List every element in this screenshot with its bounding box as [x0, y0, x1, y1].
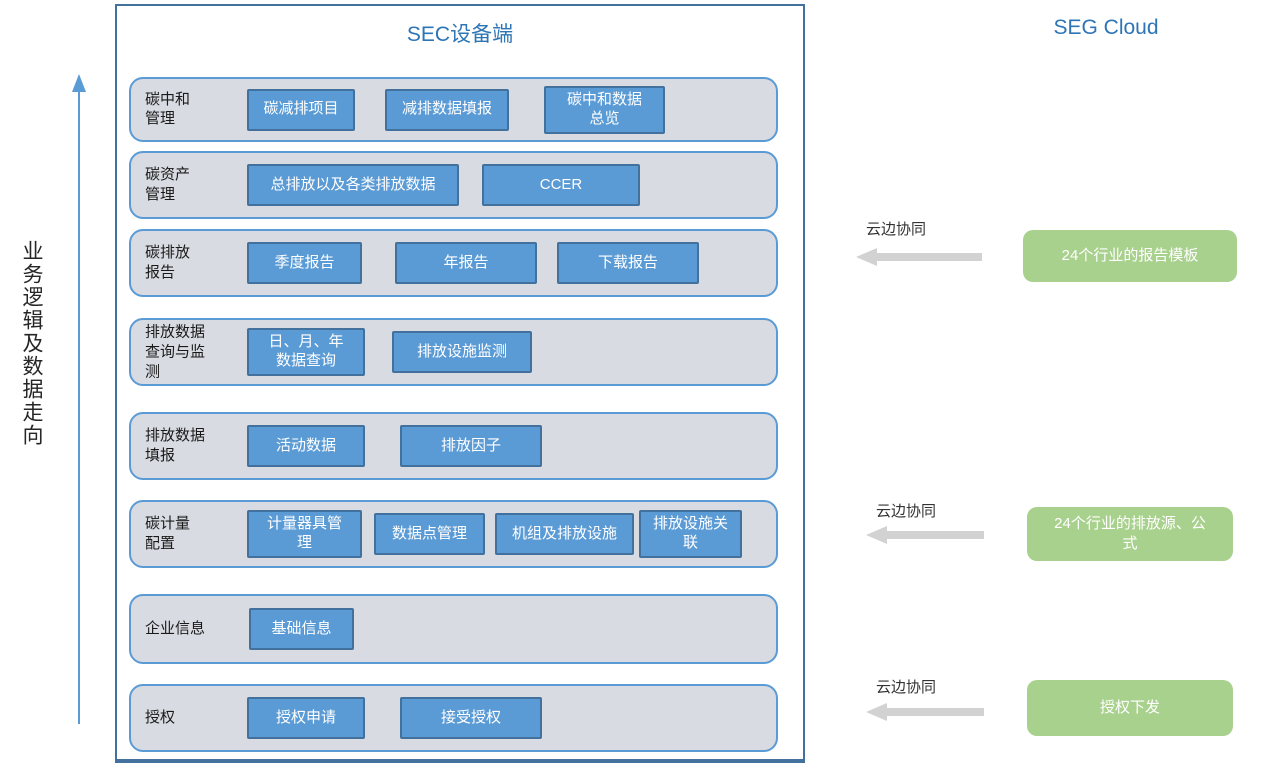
cloud-capability-box: 24个行业的报告模板 [1023, 230, 1237, 282]
left-arrow-icon [866, 703, 984, 721]
module-button: CCER [482, 164, 640, 206]
row-label: 排放数据 填报 [145, 427, 206, 464]
cloud-capability-box: 授权下发 [1027, 680, 1233, 736]
module-button: 计量器具管 理 [247, 510, 362, 558]
module-row-carbon-asset-management: 碳资产 管理 总排放以及各类排放数据 CCER [129, 151, 778, 219]
cloud-sync-label: 云边协同 [876, 679, 937, 696]
row-label: 碳中和 管理 [145, 90, 191, 128]
module-row-carbon-neutral-management: 碳中和 管理 碳减排项目 减排数据填报 碳中和数据 总览 [129, 77, 778, 142]
cloud-sync-label: 云边协同 [866, 221, 927, 238]
seg-cloud-title: SEG Cloud [1053, 16, 1159, 39]
left-arrow-icon [866, 526, 984, 544]
module-button: 减排数据填报 [385, 88, 509, 131]
module-button: 碳中和数据 总览 [544, 85, 665, 134]
module-row-enterprise-info: 企业信息 基础信息 [129, 594, 778, 664]
module-button: 排放设施监测 [392, 331, 532, 373]
module-button: 授权申请 [247, 697, 365, 739]
row-label: 碳计量 配置 [145, 515, 191, 552]
module-button: 总排放以及各类排放数据 [247, 164, 459, 206]
module-button: 接受授权 [400, 697, 542, 739]
module-button: 机组及排放设施 [495, 513, 634, 555]
module-row-emission-data-entry: 排放数据 填报 活动数据 排放因子 [129, 412, 778, 480]
module-button: 基础信息 [249, 608, 354, 650]
module-button: 下载报告 [557, 242, 699, 284]
module-button: 日、月、年 数据查询 [247, 328, 365, 376]
cloud-sync-label: 云边协同 [876, 503, 937, 520]
module-row-authorization: 授权 授权申请 接受授权 [129, 684, 778, 752]
module-button: 数据点管理 [374, 513, 485, 555]
module-row-carbon-emission-report: 碳排放 报告 季度报告 年报告 下载报告 [129, 229, 778, 297]
module-button: 排放设施关 联 [639, 510, 742, 558]
module-button: 年报告 [395, 242, 537, 284]
module-button: 活动数据 [247, 425, 365, 467]
row-label: 碳排放 报告 [145, 244, 191, 281]
sec-device-panel: SEC设备端 碳中和 管理 碳减排项目 减排数据填报 碳中和数据 总览 碳资产 … [115, 4, 805, 763]
cloud-capability-box: 24个行业的排放源、公 式 [1027, 507, 1233, 561]
module-button: 碳减排项目 [247, 88, 355, 131]
module-button: 排放因子 [400, 425, 542, 467]
row-label: 授权 [145, 709, 176, 727]
sec-device-title: SEC设备端 [406, 23, 514, 46]
module-button: 季度报告 [247, 242, 362, 284]
left-arrow-icon [856, 248, 982, 266]
flow-direction-label: 业务逻辑及数据走向 [20, 240, 43, 447]
row-label: 排放数据 查询与监 测 [145, 323, 206, 380]
module-row-carbon-metering-config: 碳计量 配置 计量器具管 理 数据点管理 机组及排放设施 排放设施关 联 [129, 500, 778, 568]
flow-direction-arrow [72, 74, 86, 724]
row-label: 碳资产 管理 [145, 166, 191, 203]
row-label: 企业信息 [145, 620, 206, 638]
module-row-emission-data-query-monitoring: 排放数据 查询与监 测 日、月、年 数据查询 排放设施监测 [129, 318, 778, 386]
